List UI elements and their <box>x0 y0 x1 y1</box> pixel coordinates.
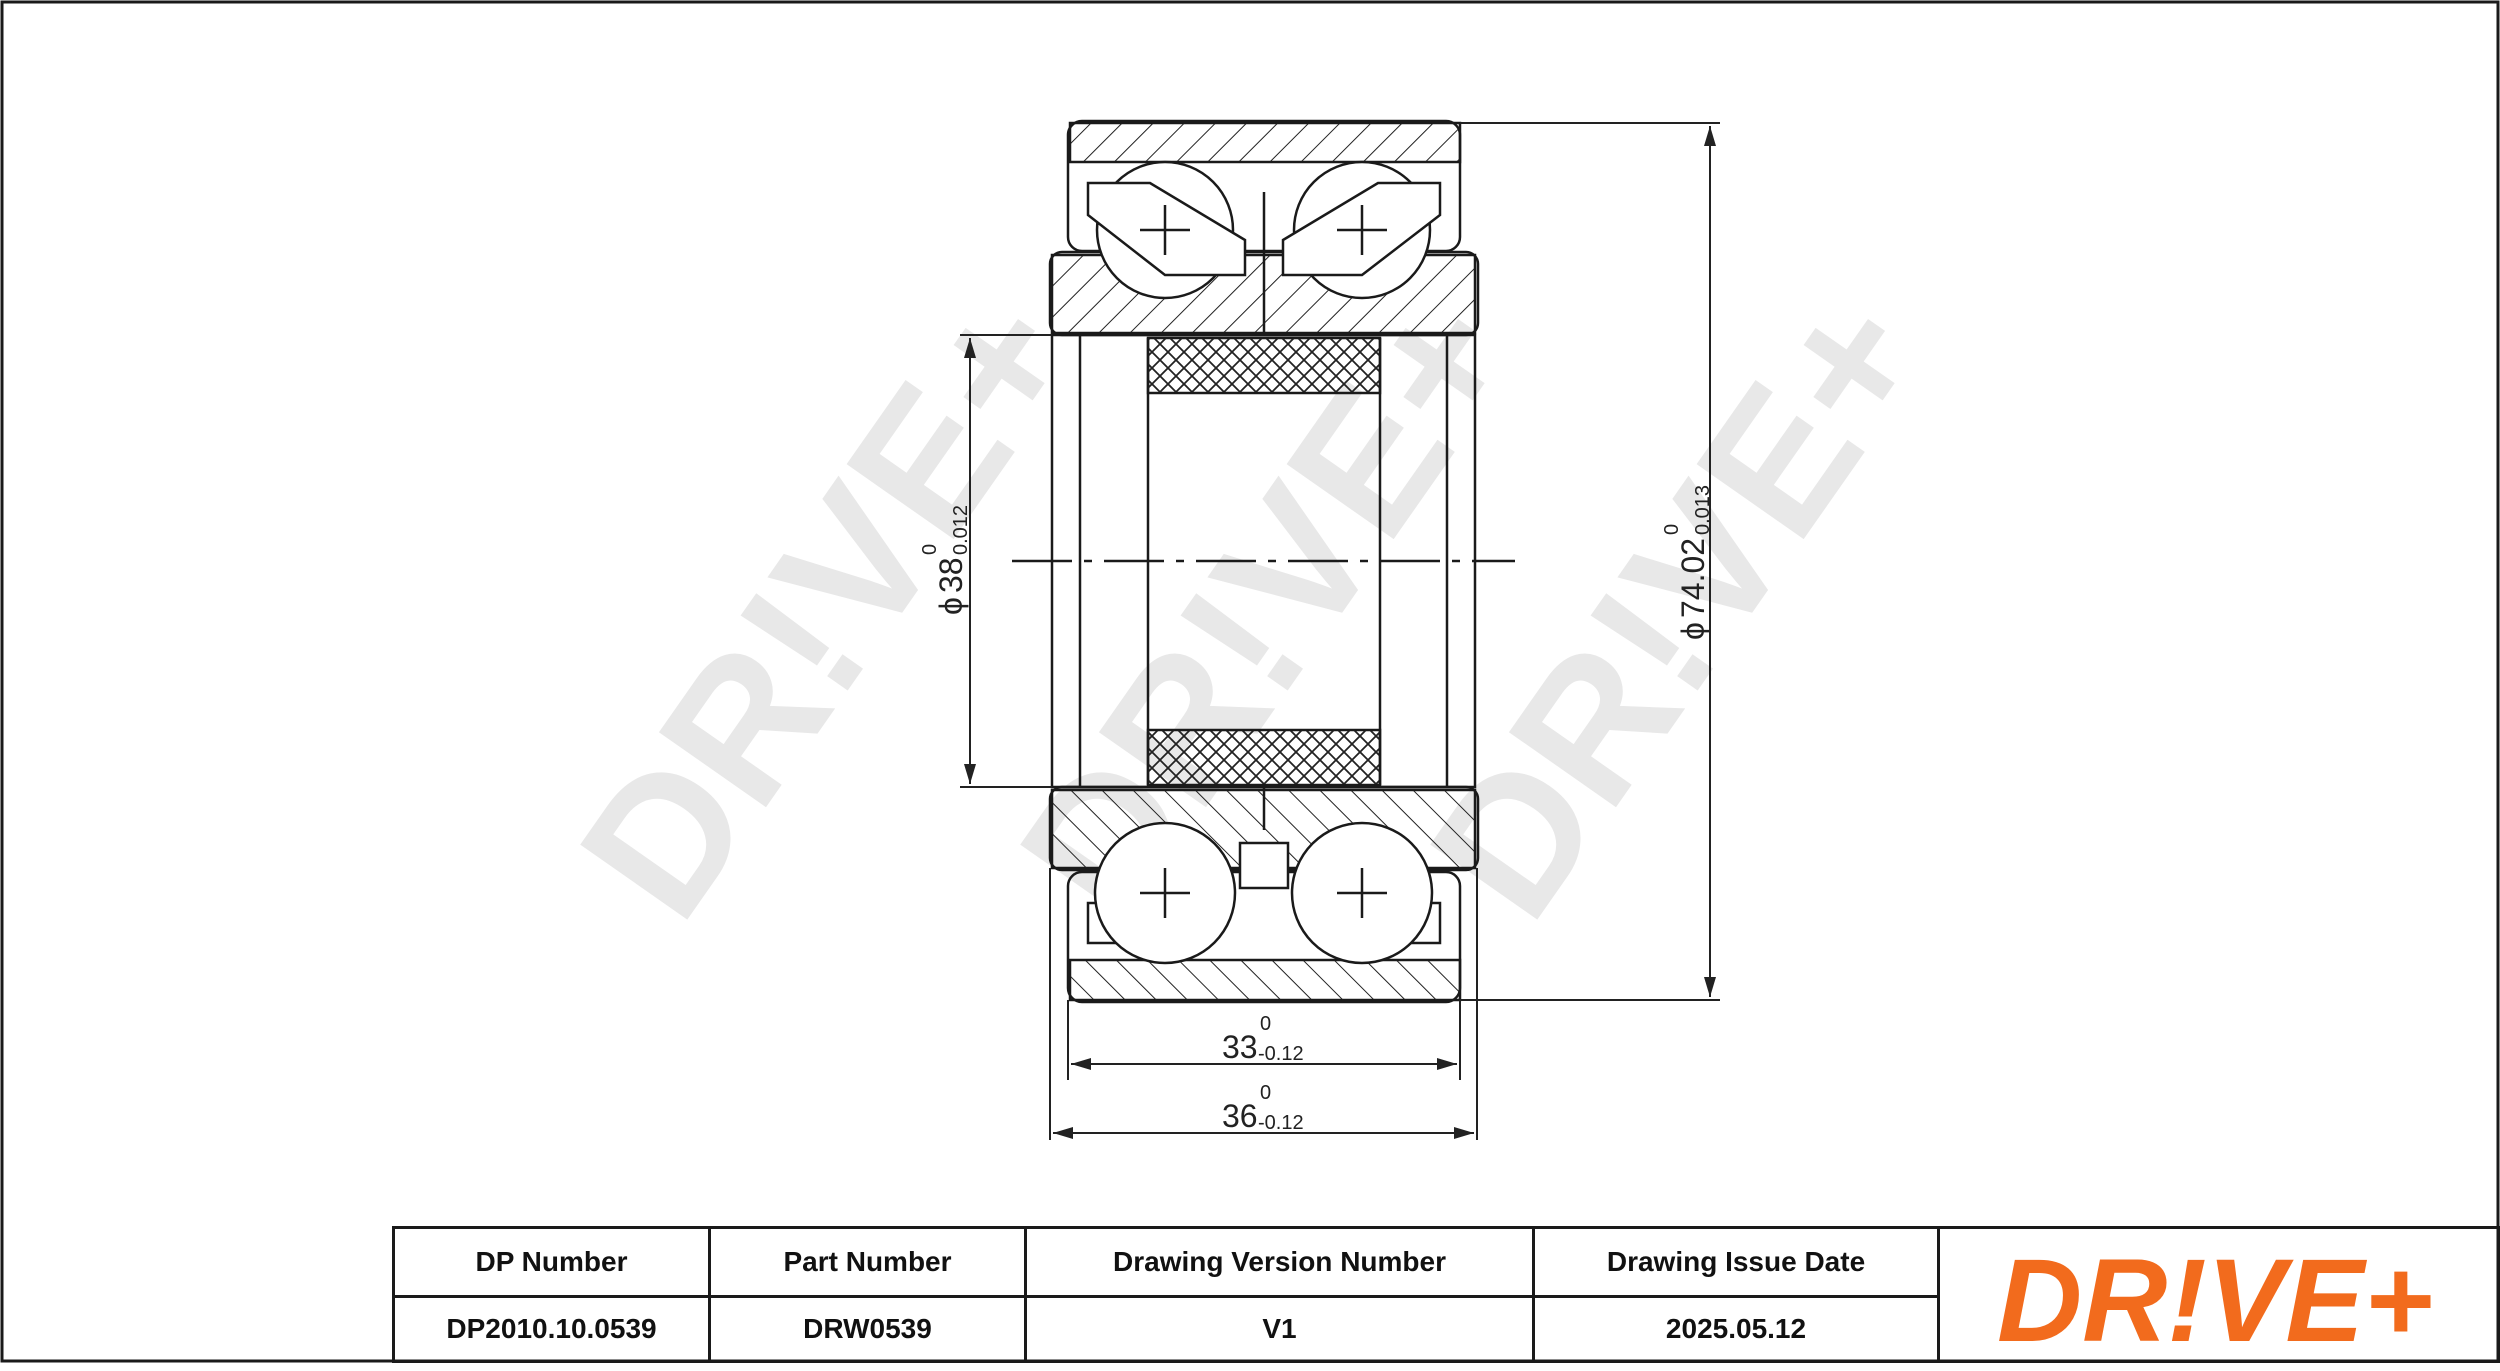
dim-bore-upper: 0 <box>919 544 941 555</box>
dim-inner-width-lower: -0.12 <box>1258 1043 1304 1065</box>
header-issue-date: Drawing Issue Date <box>1532 1226 1940 1298</box>
dim-outer-upper: 0 <box>1661 524 1683 535</box>
title-block-header-row: DP Number Part Number Drawing Version Nu… <box>392 1226 1940 1298</box>
seal-top <box>1146 336 1382 395</box>
dim-bore-value: 38 <box>933 557 969 593</box>
seal-bottom <box>1146 728 1382 787</box>
dim-bore-lower: 0.012 <box>950 505 972 555</box>
outer-ring-bottom <box>1068 958 1462 1002</box>
dimensions <box>960 122 1720 1140</box>
header-dp-number: DP Number <box>392 1226 711 1298</box>
brand-logo-text: DR!VE+ <box>1997 1235 2433 1366</box>
dim-outer-width-upper: 0 <box>1260 1082 1271 1104</box>
dim-outer-width-value: 36 <box>1222 1098 1258 1134</box>
dim-outer-value: 74.02 <box>1675 538 1711 618</box>
bearing-section <box>1012 119 1515 1004</box>
brand-logo: DR!VE+ <box>1997 1235 2433 1367</box>
header-part-number: Part Number <box>708 1226 1027 1298</box>
outer-ring-top <box>1068 121 1462 164</box>
dim-outer-width-lower: -0.12 <box>1258 1112 1304 1134</box>
dimension-labels: ϕ 38 0 0.012 ϕ 74.02 0 0.013 33 0 -0.12 … <box>919 485 1714 1134</box>
title-block-table: DP Number Part Number Drawing Version Nu… <box>392 1226 1940 1363</box>
dim-bore-symbol: ϕ <box>933 597 969 615</box>
dim-inner-width-value: 33 <box>1222 1029 1258 1065</box>
title-block-value-row: DP2010.10.0539 DRW0539 V1 2025.05.12 <box>392 1295 1940 1363</box>
value-issue-date: 2025.05.12 <box>1532 1295 1940 1363</box>
dim-inner-width-upper: 0 <box>1260 1013 1271 1035</box>
value-dp-number: DP2010.10.0539 <box>392 1295 711 1363</box>
dim-outer-lower: 0.013 <box>1692 485 1714 535</box>
value-drawing-version: V1 <box>1024 1295 1535 1363</box>
brand-logo-cell: DR!VE+ <box>1937 1226 2500 1367</box>
title-block: DP Number Part Number Drawing Version Nu… <box>392 1226 2500 1367</box>
header-drawing-version: Drawing Version Number <box>1024 1226 1535 1298</box>
dim-outer-symbol: ϕ <box>1675 622 1711 640</box>
value-part-number: DRW0539 <box>708 1295 1027 1363</box>
